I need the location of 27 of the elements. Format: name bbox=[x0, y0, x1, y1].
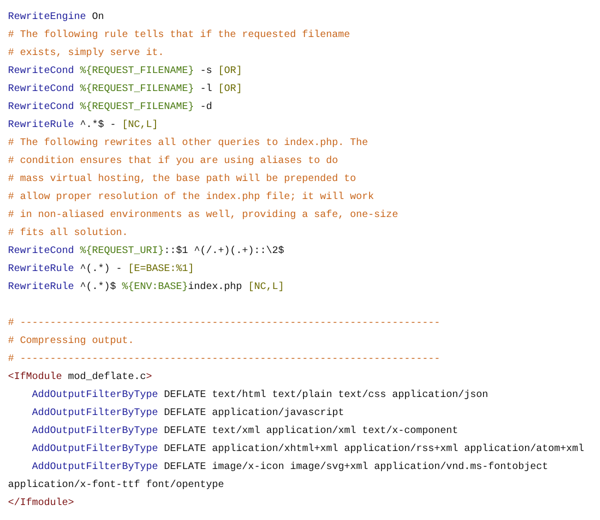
code-line: RewriteRule ^(.*)$ %{ENV:BASE}index.php [NC,L] bbox=[8, 280, 284, 295]
code-line: AddOutputFilterByType DEFLATE text/xml application/xml text/x-component bbox=[31, 424, 458, 439]
code-line: RewriteCond %{REQUEST_FILENAME} -d bbox=[8, 100, 212, 115]
code-comment: # Compressing output. bbox=[8, 334, 134, 349]
code-comment: # allow proper resolution of the index.php file; it will work bbox=[8, 190, 374, 205]
code-comment: # ---------------------------------------------------------------------- bbox=[8, 317, 440, 331]
code-comment: # The following rewrites all other queries to index.php. The bbox=[8, 136, 368, 151]
code-line: AddOutputFilterByType DEFLATE application/xhtml+xml application/rss+xml application/atom+xml bbox=[31, 442, 584, 457]
code-comment: # fits all solution. bbox=[8, 226, 128, 241]
code-comment: # mass virtual hosting, the base path will be prepended to bbox=[8, 172, 356, 187]
code-line: RewriteCond %{REQUEST_FILENAME} -s [OR] bbox=[8, 64, 242, 79]
code-line: RewriteEngine On bbox=[8, 10, 104, 25]
code-line: application/x-font-ttf font/opentype bbox=[8, 478, 224, 493]
code-line: AddOutputFilterByType DEFLATE image/x-icon image/svg+xml application/vnd.ms-fontobject bbox=[31, 460, 548, 475]
code-line: RewriteRule ^(.*) - [E=BASE:%1] bbox=[8, 262, 194, 277]
code-line: RewriteRule ^.*$ - [NC,L] bbox=[8, 118, 158, 133]
code-comment: # in non-aliased environments as well, providing a safe, one-size bbox=[8, 208, 398, 223]
code-comment: # The following rule tells that if the requested filename bbox=[8, 28, 350, 43]
code-line: </Ifmodule> bbox=[8, 496, 74, 511]
code-comment: # condition ensures that if you are using aliases to do bbox=[8, 154, 338, 169]
code-line: RewriteCond %{REQUEST_URI}::$1 ^(/.+)(.+)::\2$ bbox=[8, 244, 284, 259]
code-line: <IfModule mod_deflate.c> bbox=[8, 370, 152, 385]
code-line: AddOutputFilterByType DEFLATE text/html text/plain text/css application/json bbox=[31, 388, 488, 403]
code-line: AddOutputFilterByType DEFLATE application/javascript bbox=[31, 406, 344, 421]
code-line: RewriteCond %{REQUEST_FILENAME} -l [OR] bbox=[8, 82, 242, 97]
code-comment: # ---------------------------------------------------------------------- bbox=[8, 353, 440, 367]
code-comment: # exists, simply serve it. bbox=[8, 46, 164, 61]
